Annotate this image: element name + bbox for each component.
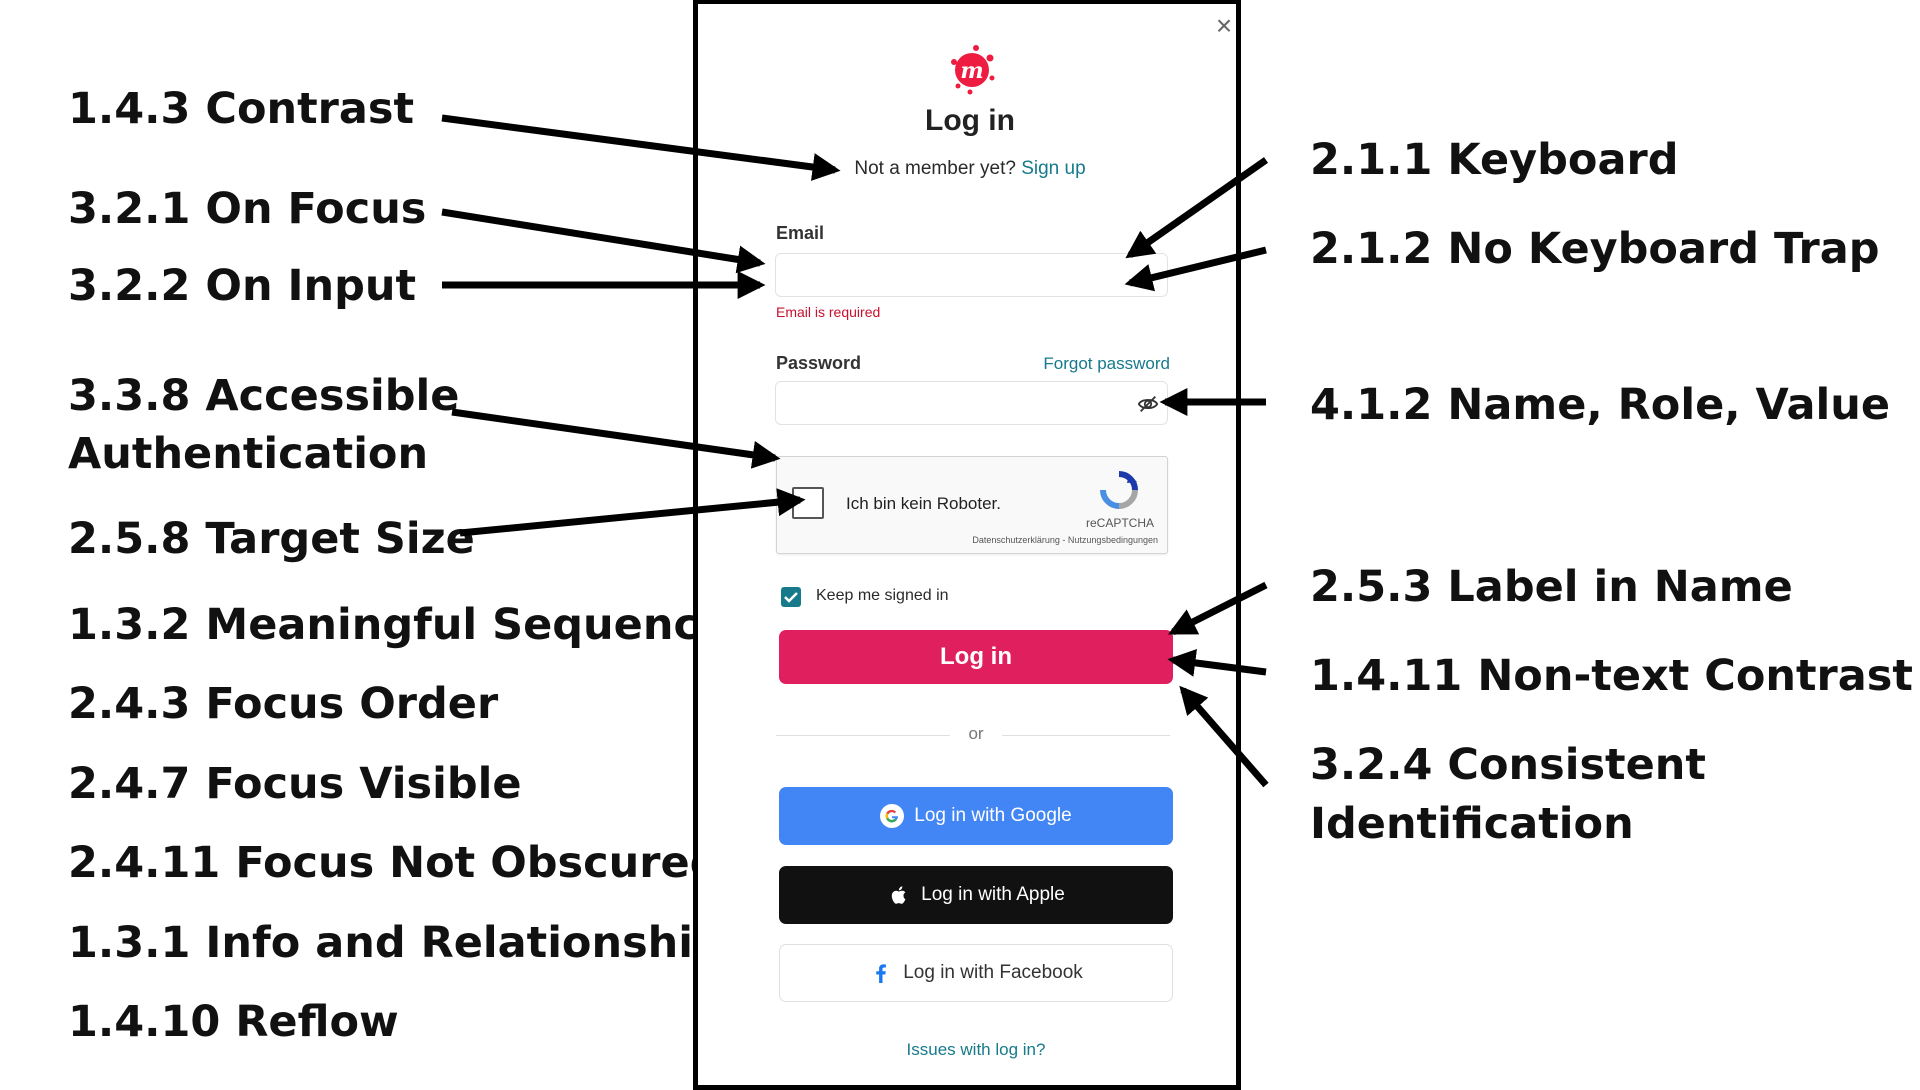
annotation-no-keyboard-trap: 2.1.2 No Keyboard Trap — [1310, 224, 1880, 274]
annotation-reflow: 1.4.10 Reflow — [68, 997, 399, 1047]
annotation-target-size: 2.5.8 Target Size — [68, 514, 475, 564]
google-login-button[interactable]: Log in with Google — [779, 787, 1173, 845]
apple-icon — [891, 886, 906, 904]
annotation-meaningful-sequence: 1.3.2 Meaningful Sequence — [68, 600, 729, 650]
login-button[interactable]: Log in — [779, 630, 1173, 684]
sign-up-link[interactable]: Sign up — [1021, 158, 1086, 179]
annotation-info-and-relationship: 1.3.1 Info and Relationship — [68, 918, 724, 968]
facebook-icon — [876, 964, 887, 983]
page-title: Log in — [925, 104, 1015, 137]
annotation-on-focus: 3.2.1 On Focus — [68, 184, 427, 234]
checkmark-icon — [784, 592, 798, 603]
google-icon — [880, 804, 905, 828]
apple-login-label: Log in with Apple — [921, 884, 1065, 905]
email-error: Email is required — [776, 304, 881, 320]
apple-login-button[interactable]: Log in with Apple — [779, 866, 1173, 924]
email-label: Email — [776, 223, 825, 243]
divider-line-left — [776, 735, 952, 736]
annotation-focus-visible: 2.4.7 Focus Visible — [68, 759, 522, 809]
keep-signed-in-label: Keep me signed in — [816, 587, 949, 604]
meetup-logo-icon: m — [951, 45, 995, 95]
annotation-contrast: 1.4.3 Contrast — [68, 84, 415, 134]
annotation-non-text-contrast: 1.4.11 Non-text Contrast — [1310, 651, 1913, 701]
signup-prompt: Not a member yet? Sign up — [800, 158, 1140, 180]
recaptcha-label: Ich bin kein Roboter. — [846, 494, 1001, 513]
forgot-password-link[interactable]: Forgot password — [1043, 354, 1170, 373]
recaptcha-widget — [776, 456, 1168, 554]
password-field[interactable] — [775, 381, 1168, 425]
google-login-label: Log in with Google — [914, 805, 1072, 826]
annotation-on-input: 3.2.2 On Input — [68, 261, 417, 311]
recaptcha-icon — [1100, 471, 1138, 509]
annotation-accessible-authentication-line1: 3.3.8 Accessible — [68, 371, 460, 421]
annotation-focus-order: 2.4.3 Focus Order — [68, 679, 499, 729]
recaptcha-links[interactable]: Datenschutzerklärung - Nutzungsbedingung… — [972, 535, 1158, 545]
recaptcha-checkbox[interactable] — [792, 487, 824, 519]
annotation-focus-not-obscured: 2.4.11 Focus Not Obscured — [68, 838, 721, 888]
recaptcha-brand: reCAPTCHA — [1085, 516, 1154, 530]
divider-or: or — [950, 724, 1002, 744]
annotation-label-in-name: 2.5.3 Label in Name — [1310, 562, 1793, 612]
close-icon[interactable]: × — [1215, 10, 1233, 41]
eye-slash-icon[interactable] — [1137, 393, 1159, 415]
facebook-login-button[interactable]: Log in with Facebook — [779, 944, 1173, 1002]
keep-signed-in-checkbox[interactable] — [781, 587, 801, 607]
email-field[interactable] — [775, 253, 1168, 297]
facebook-login-label: Log in with Facebook — [903, 962, 1083, 983]
divider-line-right — [1000, 735, 1170, 736]
password-label: Password — [776, 353, 862, 373]
annotation-accessible-authentication-line2: Authentication — [68, 429, 429, 479]
svg-text:m: m — [960, 58, 983, 84]
annotation-consistent-identification-line2: Identification — [1310, 799, 1634, 849]
annotation-keyboard: 2.1.1 Keyboard — [1310, 135, 1679, 185]
signup-prompt-text: Not a member yet? — [854, 158, 1016, 179]
issues-with-login-link[interactable]: Issues with log in? — [906, 1040, 1046, 1059]
annotation-name-role-value: 4.1.2 Name, Role, Value — [1310, 380, 1890, 430]
annotation-consistent-identification-line1: 3.2.4 Consistent — [1310, 740, 1706, 790]
